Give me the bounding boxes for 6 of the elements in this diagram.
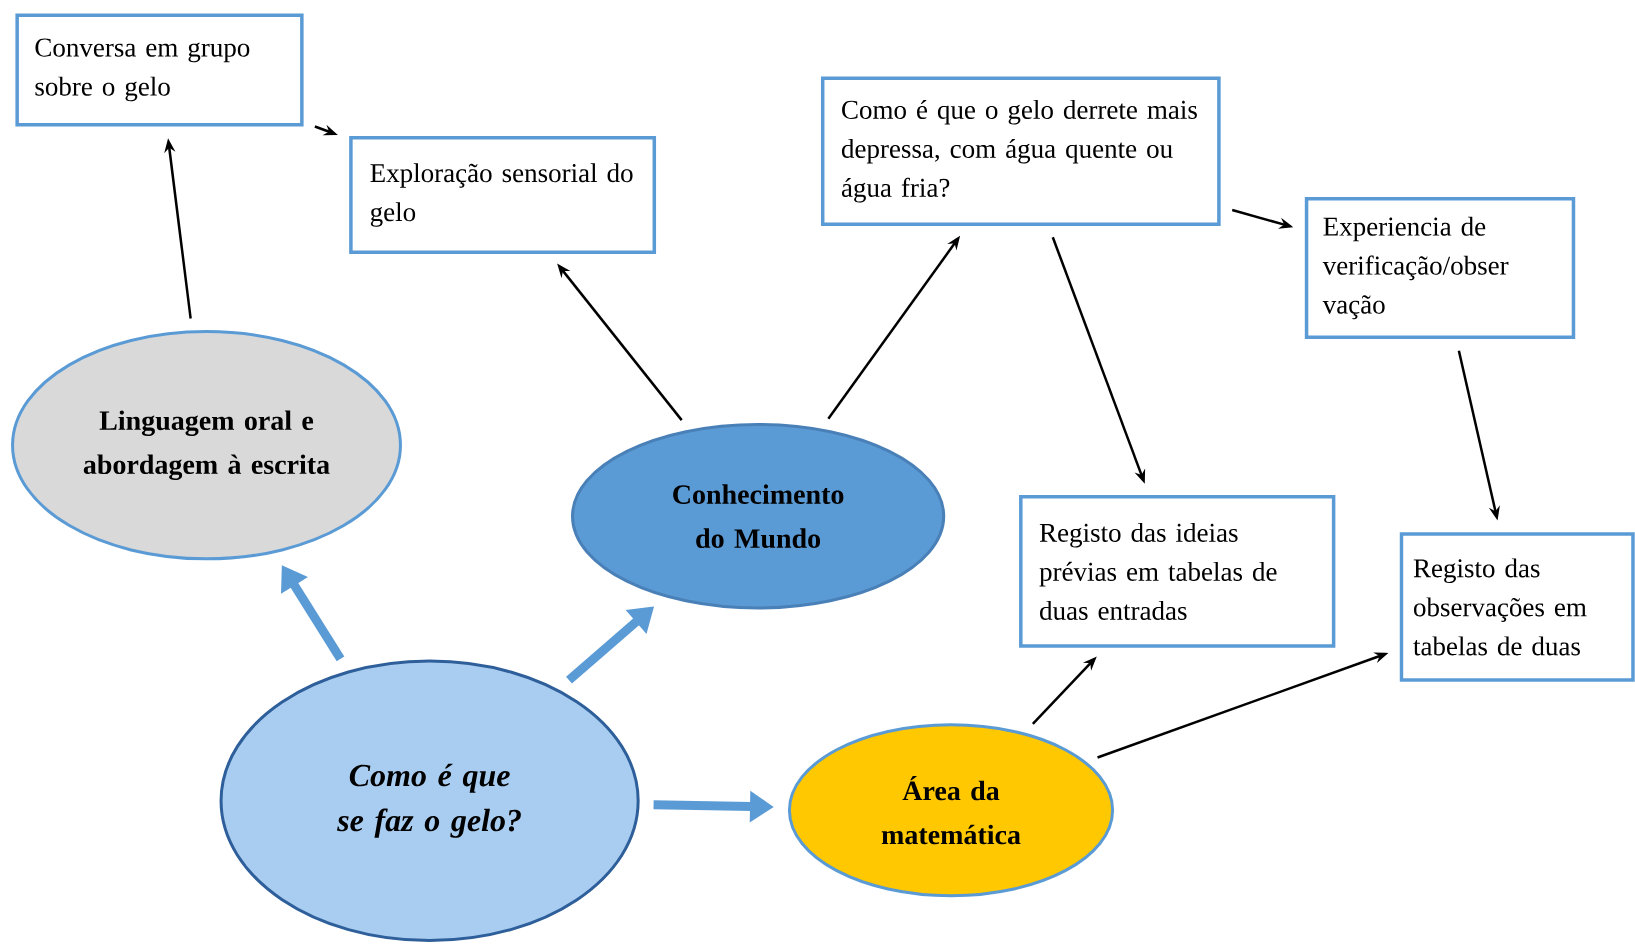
activity-box: Registo das observações em tabelas de duas xyxy=(1399,532,1635,682)
activity-box: Exploração sensorial do gelo xyxy=(349,135,657,255)
activity-box: Experiencia de verificação/obser vação xyxy=(1304,196,1576,340)
activity-box: Como é que o gelo derrete mais depressa, com água quente ou água fria? xyxy=(820,76,1221,226)
activity-box: Conversa em grupo sobre o gelo xyxy=(15,13,304,127)
activity-box: Registo das ideias prévias em tabelas de duas entradas xyxy=(1019,495,1336,648)
